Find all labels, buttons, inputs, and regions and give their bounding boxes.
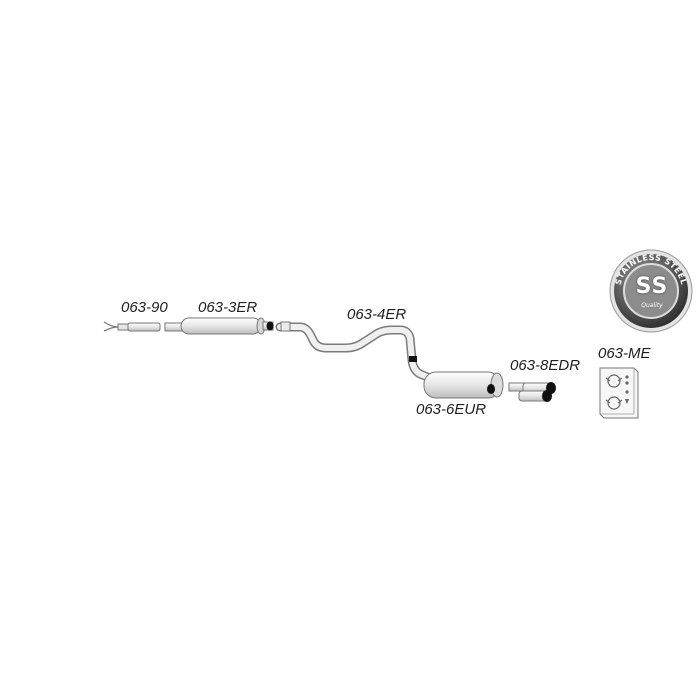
part-063-3ER-center-muffler [164,317,274,335]
badge-quality-text: Quality [641,302,663,309]
part-063-6EUR-rear-muffler [423,371,504,399]
part-063-4ER-intermediate-pipe [275,321,435,383]
part-label-063-4ER: 063-4ER [347,306,407,323]
part-label-063-90: 063-90 [121,299,168,316]
part-label-063-6EUR: 063-6EUR [416,401,487,418]
part-label-063-ME: 063-ME [598,345,651,362]
badge-center-text: SS [635,274,669,299]
part-label-063-8EDR: 063-8EDR [510,357,581,374]
part-063-ME-mounting-kit [599,367,639,419]
stainless-steel-badge: STAINLESS STEEL [609,249,693,333]
part-063-90-front-pipe [103,321,161,332]
part-063-8EDR-tail-pipes [508,382,556,402]
part-label-063-3ER: 063-3ER [198,299,258,316]
